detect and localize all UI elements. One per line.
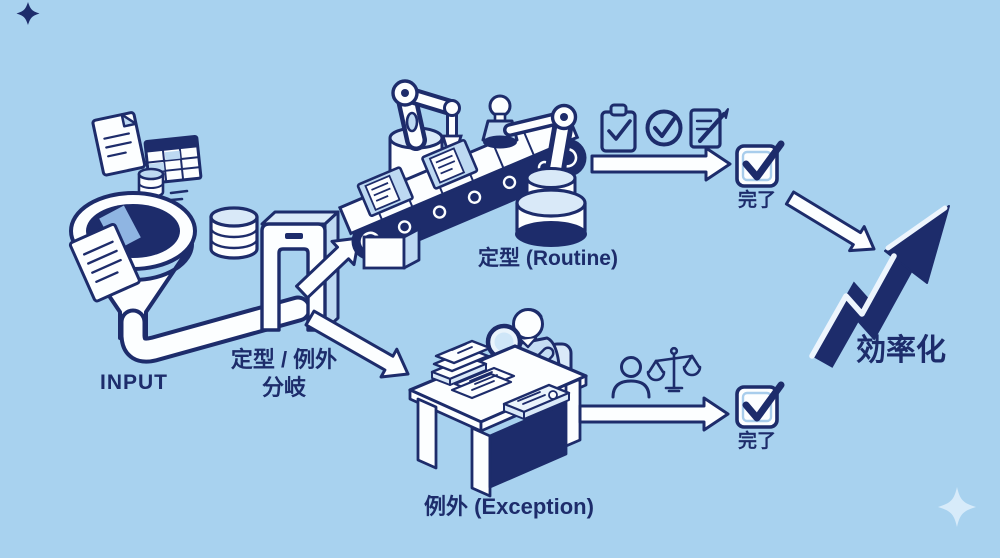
exception-done-label: 完了	[737, 431, 777, 452]
belt-pedestal	[362, 227, 421, 270]
input-label: INPUT	[100, 371, 168, 394]
exception-label: 例外 (Exception)	[424, 494, 594, 519]
clipboard-check-icon	[600, 103, 637, 153]
arrow-to-exception-icon	[304, 309, 410, 379]
checkbox-done-icon	[735, 140, 785, 188]
belt-document-icon	[356, 166, 414, 217]
person-review-icon	[611, 356, 651, 399]
stamp-icon	[481, 94, 519, 149]
desk-document-icon	[450, 366, 516, 400]
document-edit-icon	[689, 108, 729, 149]
sparkle-icon	[938, 487, 976, 527]
arrow-to-efficiency-icon	[784, 190, 876, 253]
funnel-input-group	[68, 111, 259, 340]
sparkle-icon	[16, 2, 40, 25]
pipe-connector	[119, 295, 312, 364]
routine-done-label: 完了	[737, 190, 777, 211]
branch-label-line2: 分岐	[261, 374, 306, 400]
exception-desk-group	[408, 308, 588, 498]
circle-check-icon	[645, 109, 683, 147]
scales-icon	[646, 346, 702, 393]
routine-label: 定型 (Routine)	[478, 247, 618, 270]
database-icon	[209, 206, 259, 260]
arrow-exception-done-icon	[578, 396, 730, 432]
growth-arrow-icon	[809, 205, 950, 368]
arrow-routine-done-icon	[590, 146, 732, 182]
paper-stack-icon	[430, 339, 492, 386]
document-icon	[68, 222, 141, 303]
robot-arm-icon	[503, 103, 587, 247]
document-icon	[91, 111, 147, 177]
branch-gate-icon	[260, 210, 340, 332]
branch-label: 定型 / 例外 分岐	[231, 346, 337, 401]
efficiency-label: 効率化	[856, 334, 946, 367]
checkbox-done-icon	[735, 381, 785, 429]
belt-document-icon	[421, 138, 479, 190]
routine-conveyor-group	[337, 79, 587, 270]
branch-label-line1: 定型 / 例外	[230, 347, 338, 372]
folder-icon	[502, 383, 571, 420]
